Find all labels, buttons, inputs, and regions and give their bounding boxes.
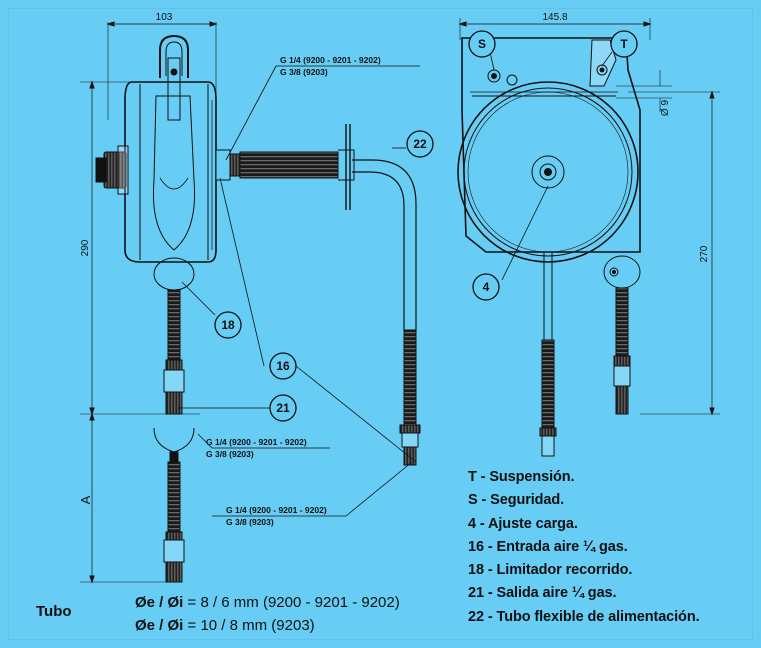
callout-t: T	[620, 37, 628, 51]
dim-extension: A	[78, 495, 93, 504]
callout-s: S	[478, 37, 486, 51]
legend-item-21: 21 - Salida aire ¼ gas.	[468, 585, 617, 602]
callout-16: 16	[276, 359, 290, 373]
callouts	[214, 30, 638, 422]
front-view	[457, 18, 720, 457]
dim-hole: Ø 9	[660, 100, 671, 117]
dim-width-front: 145.8	[542, 12, 567, 23]
thread-label-mid-line2: G 3/8 (9203)	[206, 449, 254, 459]
thread-label-top-line1: G 1/4 (9200 - 9201 - 9202)	[280, 55, 381, 65]
side-view	[80, 21, 355, 584]
dim-width-side: 103	[156, 12, 173, 23]
callout-22: 22	[413, 137, 427, 151]
tubo-spec-2-value: = 10 / 8 mm (9203)	[183, 617, 315, 634]
legend-item-s: S - Seguridad.	[468, 492, 565, 509]
tubo-spec-1: Øe / Øi = 8 / 6 mm (9200 - 9201 - 9202)	[135, 594, 400, 611]
thread-label-low-line1: G 1/4 (9200 - 9201 - 9202)	[226, 505, 327, 515]
tubo-spec-1-symbol: Øe / Øi	[135, 594, 184, 611]
leader-lines	[178, 51, 613, 517]
dim-height-front: 270	[699, 245, 710, 262]
legend-item-22: 22 - Tubo flexible de alimentación.	[468, 608, 700, 625]
tubo-spec-2: Øe / Øi = 10 / 8 mm (9203)	[135, 617, 315, 634]
thread-label-top-line2: G 3/8 (9203)	[280, 67, 328, 77]
legend-item-4: 4 - Ajuste carga.	[468, 515, 578, 532]
legend-item-18: 18 - Limitador recorrido.	[468, 562, 633, 579]
callout-21: 21	[276, 401, 290, 415]
callout-18: 18	[221, 318, 235, 332]
dim-height-side: 290	[80, 239, 91, 256]
legend: T - Suspensión. S - Seguridad. 4 - Ajust…	[468, 466, 700, 629]
tubo-spec-1-value: = 8 / 6 mm (9200 - 9201 - 9202)	[183, 594, 400, 611]
supply-hose-22	[352, 159, 421, 466]
tubo-spec-2-symbol: Øe / Øi	[135, 617, 184, 634]
thread-label-low-line2: G 3/8 (9203)	[226, 517, 274, 527]
legend-item-t: T - Suspensión.	[468, 469, 575, 485]
technical-drawing: 22 18 16 21 4 S T 103 145.8 290 270 A Ø …	[8, 8, 753, 640]
callout-4: 4	[483, 280, 490, 294]
tubo-label: Tubo	[36, 603, 72, 620]
legend-item-16: 16 - Entrada aire ¼ gas.	[468, 538, 628, 555]
thread-label-mid-line1: G 1/4 (9200 - 9201 - 9202)	[206, 437, 307, 447]
